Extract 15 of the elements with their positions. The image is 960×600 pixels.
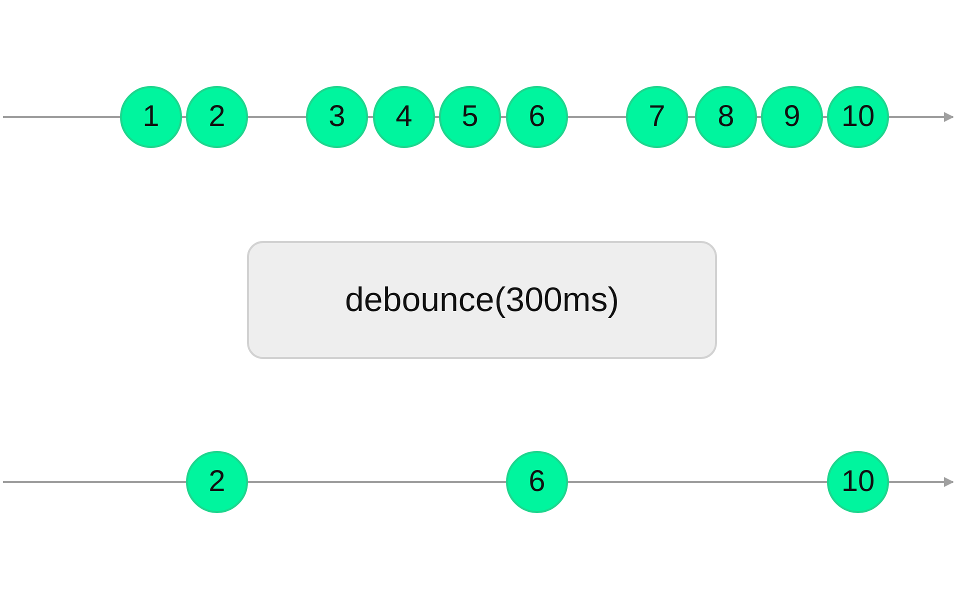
marble-value: 4 bbox=[396, 100, 412, 134]
marble-value: 2 bbox=[208, 100, 226, 134]
marble-value: 5 bbox=[462, 100, 478, 134]
operator-box bbox=[247, 241, 717, 359]
marble-value: 10 bbox=[841, 100, 875, 134]
marble-value: 3 bbox=[328, 100, 346, 134]
marble-value: 10 bbox=[841, 465, 875, 499]
marble-value: 9 bbox=[784, 100, 800, 134]
marble-value: 1 bbox=[142, 100, 160, 134]
marble-value: 8 bbox=[718, 100, 734, 134]
marble-value: 7 bbox=[648, 100, 666, 134]
marble-value: 6 bbox=[528, 100, 546, 134]
operator-label: debounce(300ms) bbox=[344, 280, 620, 320]
marble-value: 2 bbox=[208, 465, 226, 499]
marble-value: 6 bbox=[528, 465, 546, 499]
